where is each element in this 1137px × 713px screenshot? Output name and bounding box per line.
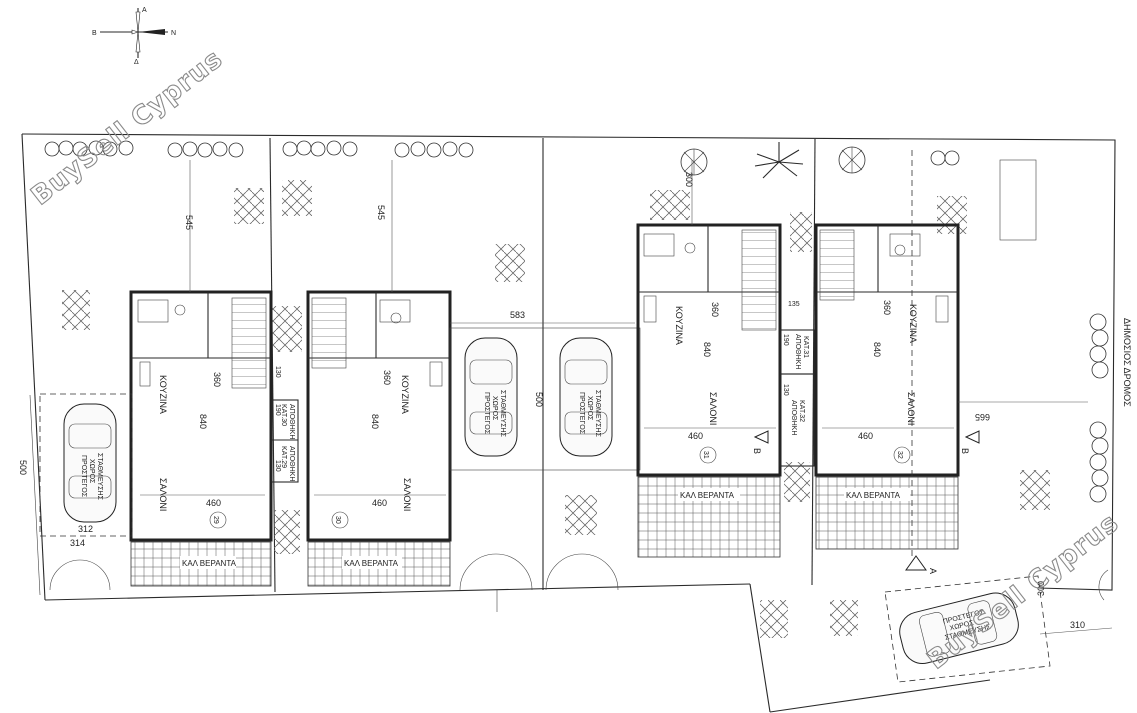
veranda-label-32: ΚΑΛ ΒΕΡΑΝΤΑ bbox=[846, 491, 901, 500]
dim-460-h31: 460 bbox=[688, 431, 703, 441]
dim-135: 135 bbox=[788, 301, 800, 308]
house-number-29: 29 bbox=[212, 516, 219, 524]
dim-545-left: 545 bbox=[184, 215, 194, 230]
dim-840-h30: 840 bbox=[370, 414, 380, 429]
veranda-label-31: ΚΑΛ ΒΕΡΑΝΤΑ bbox=[680, 491, 735, 500]
storage-no-31: ΚΑΤ.31 bbox=[802, 336, 809, 358]
dim-460-h29: 460 bbox=[206, 498, 221, 508]
storage-label-32: ΑΠΟΘΗΚΗ bbox=[790, 400, 797, 435]
central-carports: 583 500 ΠΡΟΣΤΕΓΟΣ ΧΩΡΟΣ ΣΤΑΘΜΕΥΣΗΣ ΠΡΟΣΤ… bbox=[449, 310, 641, 612]
landscaping bbox=[44, 140, 1109, 503]
hedge-top-2 bbox=[282, 140, 474, 158]
compass-d-label: Δ bbox=[134, 59, 139, 66]
bottom-right-carport: ΠΡΟΣΤΕΓΟΣ ΧΩΡΟΣ ΣΤΑΘΜΕΥΣΗΣ 300 310 bbox=[884, 569, 1113, 683]
living-label-29: ΣΑΛΟΝΙ bbox=[158, 478, 168, 511]
car-1: ΠΡΟΣΤΕΓΟΣ ΧΩΡΟΣ ΣΤΑΘΜΕΥΣΗΣ bbox=[464, 337, 518, 457]
dim-190-a: 190 bbox=[274, 404, 281, 416]
compass-a-label: A bbox=[142, 7, 147, 14]
dim-840-h32: 840 bbox=[872, 342, 882, 357]
living-label-30: ΣΑΛΟΝΙ bbox=[402, 478, 412, 511]
svg-text:ΧΩΡΟΣ: ΧΩΡΟΣ bbox=[586, 396, 593, 421]
dim-130-c: 130 bbox=[782, 384, 789, 396]
public-road-label: ΔΗΜΟΣΙΟΣ ΔΡΟΜΟΣ bbox=[1122, 318, 1132, 407]
left-carport: ΠΡΟΣΤΕΓΟΣ ΧΩΡΟΣ ΣΤΑΘΜΕΥΣΗΣ 500 312 314 bbox=[18, 393, 133, 591]
section-b-left: B bbox=[752, 448, 762, 454]
storage-no-30: ΚΑΤ.30 bbox=[280, 404, 287, 426]
house-29: 545 360 ΚΟΥΖΙΝΑ 840 ΣΑΛΟΝΙ 460 29 ΚΑΛ ΒΕ… bbox=[129, 160, 273, 587]
dim-310: 310 bbox=[1070, 620, 1085, 630]
dim-360-h31: 360 bbox=[710, 302, 720, 317]
kitchen-label-29: ΚΟΥΖΙΝΑ bbox=[158, 375, 168, 414]
dim-583: 583 bbox=[510, 310, 525, 320]
svg-text:ΣΤΑΘΜΕΥΣΗΣ: ΣΤΑΘΜΕΥΣΗΣ bbox=[594, 390, 601, 438]
svg-text:ΧΩΡΟΣ: ΧΩΡΟΣ bbox=[491, 396, 498, 421]
dim-360-h29: 360 bbox=[212, 372, 222, 387]
dim-300-top: 300 bbox=[684, 172, 694, 187]
storage-label-31: ΑΠΟΘΗΚΗ bbox=[794, 334, 801, 369]
dim-500-center: 500 bbox=[534, 392, 544, 407]
dim-460-h32: 460 bbox=[858, 431, 873, 441]
house-number-32: 32 bbox=[896, 451, 903, 459]
dim-840-h29: 840 bbox=[198, 414, 208, 429]
compass-rose: N A B Δ bbox=[92, 7, 176, 66]
svg-text:ΧΩΡΟΣ: ΧΩΡΟΣ bbox=[88, 459, 95, 484]
section-b-right: B bbox=[960, 448, 970, 454]
living-label-32: ΣΑΛΟΝΙ bbox=[906, 392, 916, 425]
hedge-right-road bbox=[1089, 313, 1109, 503]
storage-label-29: ΑΠΟΘΗΚΗ bbox=[288, 446, 295, 481]
kitchen-label-32: ΚΟΥΖΙΝΑ bbox=[908, 304, 918, 343]
dim-665: 665 bbox=[975, 412, 990, 422]
house-number-31: 31 bbox=[702, 451, 709, 459]
house-number-30: 30 bbox=[334, 516, 341, 524]
storage-no-32: ΚΑΤ.32 bbox=[798, 400, 805, 422]
svg-text:ΣΤΑΘΜΕΥΣΗΣ: ΣΤΑΘΜΕΥΣΗΣ bbox=[499, 390, 506, 438]
trees-top-3 bbox=[680, 142, 960, 179]
storage-31-32: ΑΠΟΘΗΚΗ ΚΑΤ.31 ΑΠΟΘΗΚΗ ΚΑΤ.32 135 130 19… bbox=[779, 301, 815, 467]
dim-314: 314 bbox=[70, 538, 85, 548]
storage-no-29: ΚΑΤ.29 bbox=[280, 446, 287, 468]
svg-text:ΣΤΑΘΜΕΥΣΗΣ: ΣΤΑΘΜΕΥΣΗΣ bbox=[96, 453, 103, 501]
svg-text:ΠΡΟΣΤΕΓΟΣ: ΠΡΟΣΤΕΓΟΣ bbox=[80, 455, 87, 498]
dim-545-right: 545 bbox=[376, 205, 386, 220]
section-a: A bbox=[928, 568, 938, 574]
compass-b-label: B bbox=[92, 30, 97, 37]
svg-text:ΠΡΟΣΤΕΓΟΣ: ΠΡΟΣΤΕΓΟΣ bbox=[483, 392, 490, 435]
plot-boundary bbox=[21, 133, 1116, 713]
dim-130-a: 130 bbox=[274, 366, 281, 378]
dim-360-h32: 360 bbox=[882, 300, 892, 315]
kitchen-label-30: ΚΟΥΖΙΝΑ bbox=[400, 375, 410, 414]
veranda-label-30: ΚΑΛ ΒΕΡΑΝΤΑ bbox=[344, 559, 399, 568]
veranda-label-29: ΚΑΛ ΒΕΡΑΝΤΑ bbox=[182, 559, 237, 568]
paving-patches bbox=[62, 180, 1050, 638]
compass-n-label: N bbox=[171, 30, 176, 37]
section-markers: B B A bbox=[752, 150, 980, 574]
hedge-top-1 bbox=[44, 140, 244, 158]
living-label-31: ΣΑΛΟΝΙ bbox=[708, 392, 718, 425]
svg-text:ΠΡΟΣΤΕΓΟΣ: ΠΡΟΣΤΕΓΟΣ bbox=[578, 392, 585, 435]
dim-840-h31: 840 bbox=[702, 342, 712, 357]
dim-300-carport: 300 bbox=[1036, 581, 1046, 596]
car-2: ΠΡΟΣΤΕΓΟΣ ΧΩΡΟΣ ΣΤΑΘΜΕΥΣΗΣ bbox=[559, 337, 613, 457]
dim-190-b: 190 bbox=[782, 334, 789, 346]
storage-29-30: ΑΠΟΘΗΚΗ ΚΑΤ.30 ΑΠΟΘΗΚΗ ΚΑΤ.29 130 190 13… bbox=[271, 366, 299, 483]
dim-360-h30: 360 bbox=[382, 370, 392, 385]
house-30: 545 360 ΚΟΥΖΙΝΑ 840 ΣΑΛΟΝΙ 460 30 ΚΑΛ ΒΕ… bbox=[306, 160, 452, 587]
storage-label-30: ΑΠΟΘΗΚΗ bbox=[288, 404, 295, 439]
dim-500-left: 500 bbox=[18, 460, 28, 475]
house-32: 360 ΚΟΥΖΙΝΑ 840 ΣΑΛΟΝΙ 460 32 ΚΑΛ ΒΕΡΑΝΤ… bbox=[814, 223, 1088, 550]
kitchen-label-31: ΚΟΥΖΙΝΑ bbox=[674, 306, 684, 345]
dim-460-h30: 460 bbox=[372, 498, 387, 508]
house-31: 300 360 ΚΟΥΖΙΝΑ 840 ΣΑΛΟΝΙ 460 31 ΚΑΛ ΒΕ… bbox=[636, 160, 782, 558]
dim-312: 312 bbox=[78, 524, 93, 534]
watermark-top-left: BuySell Cyprus bbox=[26, 44, 229, 212]
dim-130-b: 130 bbox=[274, 460, 281, 472]
